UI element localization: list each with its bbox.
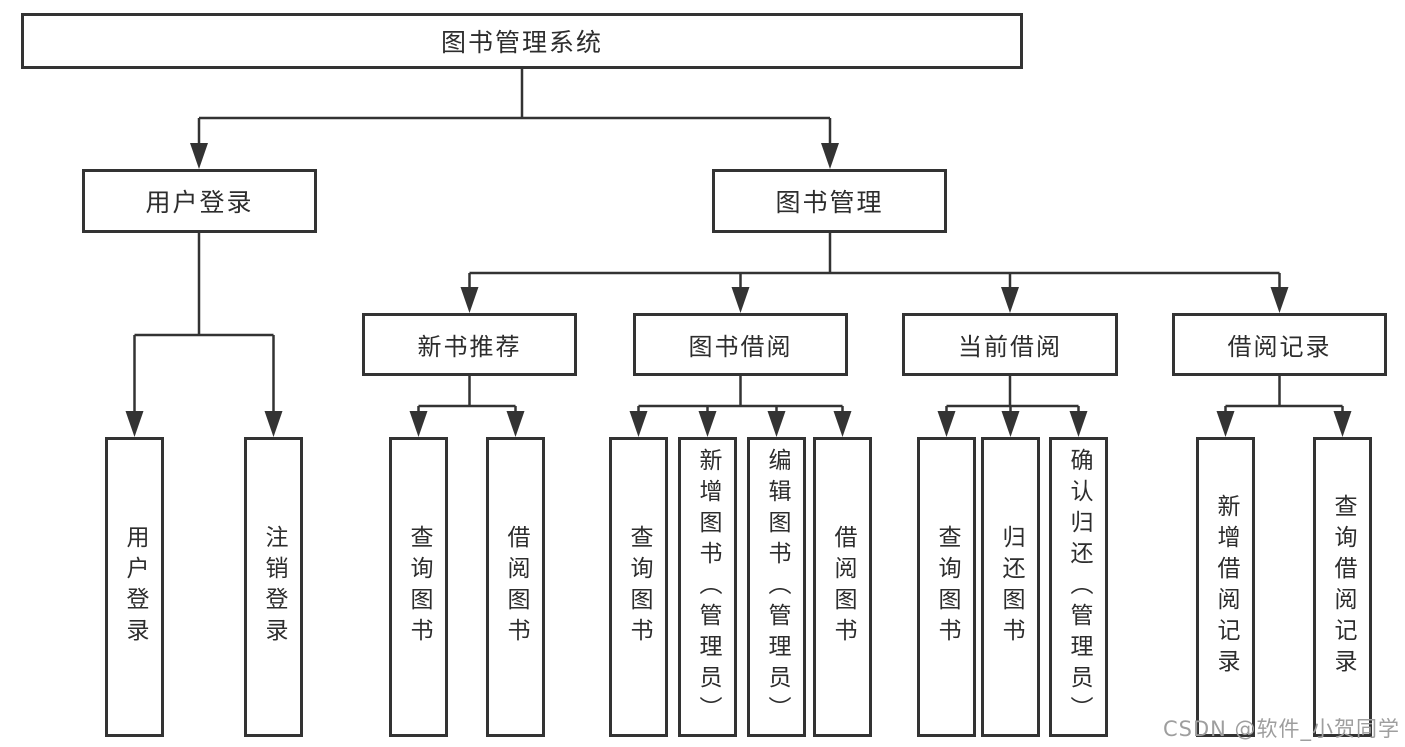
node-leaf-add-borrow-record: 新增借阅记录	[1196, 437, 1255, 737]
node-label: 查询图书	[934, 525, 960, 649]
node-label: 查询图书	[406, 525, 432, 649]
node-leaf-edit-book-admin: 编辑图书（管理员）	[747, 437, 806, 737]
node-borrowing-records: 借阅记录	[1172, 313, 1387, 376]
node-label: 新增借阅记录	[1213, 494, 1239, 680]
node-leaf-confirm-return-admin: 确认归还（管理员）	[1049, 437, 1108, 737]
node-leaf-add-book-admin: 新增图书（管理员）	[678, 437, 737, 737]
node-new-book-recommendation: 新书推荐	[362, 313, 577, 376]
node-label: 新书推荐	[417, 333, 522, 361]
node-library-management-system: 图书管理系统	[21, 13, 1023, 69]
node-label: 注销登录	[261, 525, 287, 649]
node-leaf-user-login: 用户登录	[105, 437, 164, 737]
node-book-management: 图书管理	[712, 169, 947, 233]
arrowheads	[125, 143, 1352, 437]
node-leaf-return-books: 归还图书	[981, 437, 1040, 737]
node-leaf-query-books-3: 查询图书	[917, 437, 976, 737]
node-label: 确认归还（管理员）	[1066, 447, 1092, 727]
node-label: 编辑图书（管理员）	[764, 447, 790, 727]
watermark-text: CSDN @软件_小贺同学	[1163, 717, 1401, 741]
node-label: 图书借阅	[688, 333, 793, 361]
node-current-borrowing: 当前借阅	[902, 313, 1118, 376]
node-label: 借阅图书	[830, 525, 856, 649]
node-label: 借阅记录	[1227, 333, 1332, 361]
node-label: 用户登录	[145, 188, 254, 217]
node-label: 图书管理	[775, 188, 884, 217]
node-label: 借阅图书	[503, 525, 529, 649]
node-label: 图书管理系统	[440, 28, 603, 57]
node-label: 新增图书（管理员）	[695, 447, 721, 727]
node-label: 用户登录	[122, 525, 148, 649]
node-leaf-logout: 注销登录	[244, 437, 303, 737]
node-label: 查询图书	[626, 525, 652, 649]
node-label: 查询借阅记录	[1330, 494, 1356, 680]
node-label: 当前借阅	[958, 333, 1062, 361]
node-leaf-query-borrow-record: 查询借阅记录	[1313, 437, 1372, 737]
node-leaf-borrow-books-2: 借阅图书	[813, 437, 872, 737]
node-user-login: 用户登录	[82, 169, 317, 233]
node-book-borrowing: 图书借阅	[633, 313, 848, 376]
node-leaf-query-books-2: 查询图书	[609, 437, 668, 737]
node-label: 归还图书	[998, 525, 1024, 649]
node-leaf-query-books-1: 查询图书	[389, 437, 448, 737]
node-leaf-borrow-books-1: 借阅图书	[486, 437, 545, 737]
